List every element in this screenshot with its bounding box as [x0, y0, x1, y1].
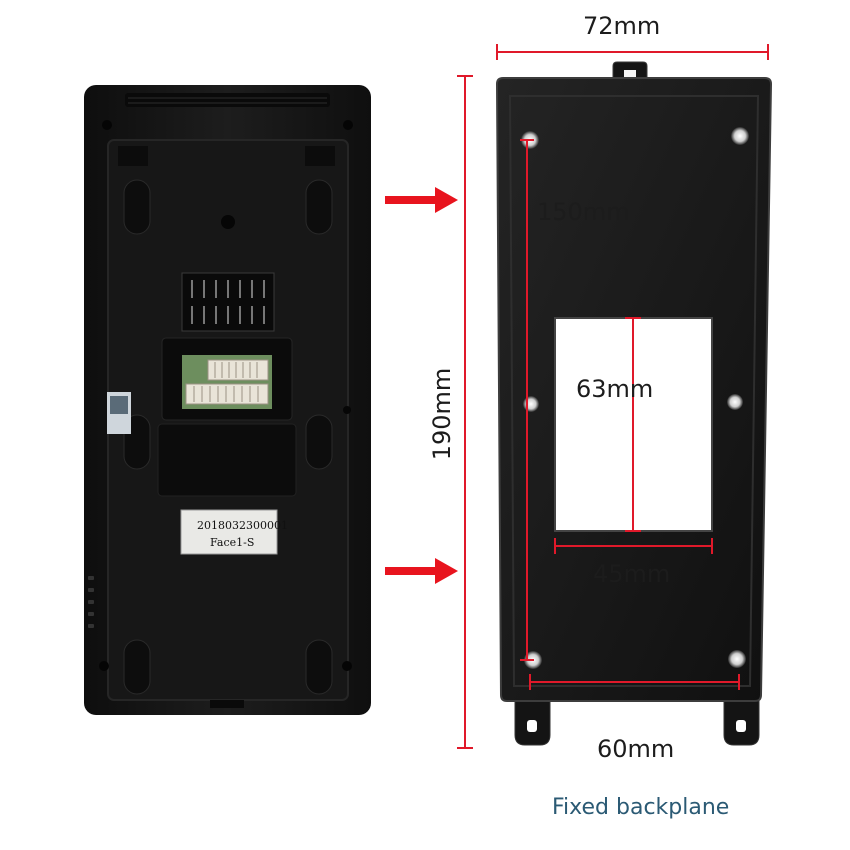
mount-slot — [123, 179, 151, 235]
cable-cover — [157, 423, 297, 497]
mount-hole — [523, 396, 539, 412]
caption: Fixed backplane — [552, 795, 730, 820]
height-dimension-label: 190mm — [428, 367, 456, 461]
width-dimension-label: 72mm — [583, 12, 661, 40]
hole-vertical-dimension-label: 150mm — [537, 198, 630, 226]
mount-slot — [305, 179, 333, 235]
cutout-height-dimension-label: 63mm — [576, 375, 654, 403]
model-name: Face1-S — [210, 536, 255, 549]
screw-top-left — [102, 120, 112, 130]
device-rear-view — [84, 85, 371, 715]
mount-slot — [305, 414, 333, 470]
dimension-lines — [457, 44, 769, 749]
cutout-width-dimension-label: 45mm — [593, 560, 671, 588]
mount-slot — [123, 639, 151, 695]
mount-slot — [305, 639, 333, 695]
top-vent — [125, 93, 330, 107]
mount-hole — [728, 650, 746, 668]
mount-hole — [731, 127, 749, 145]
screw-top-right — [343, 120, 353, 130]
screw-bottom-right — [342, 661, 352, 671]
serial-number: 2018032300001 — [197, 519, 288, 532]
mount-hole — [727, 394, 743, 410]
center-screw — [221, 215, 235, 229]
arrow-bottom — [385, 558, 458, 584]
arrow-top — [385, 187, 458, 213]
serial-sticker — [180, 509, 278, 555]
screw-bottom-left — [99, 661, 109, 671]
hole-horizontal-dimension-label: 60mm — [597, 735, 675, 763]
